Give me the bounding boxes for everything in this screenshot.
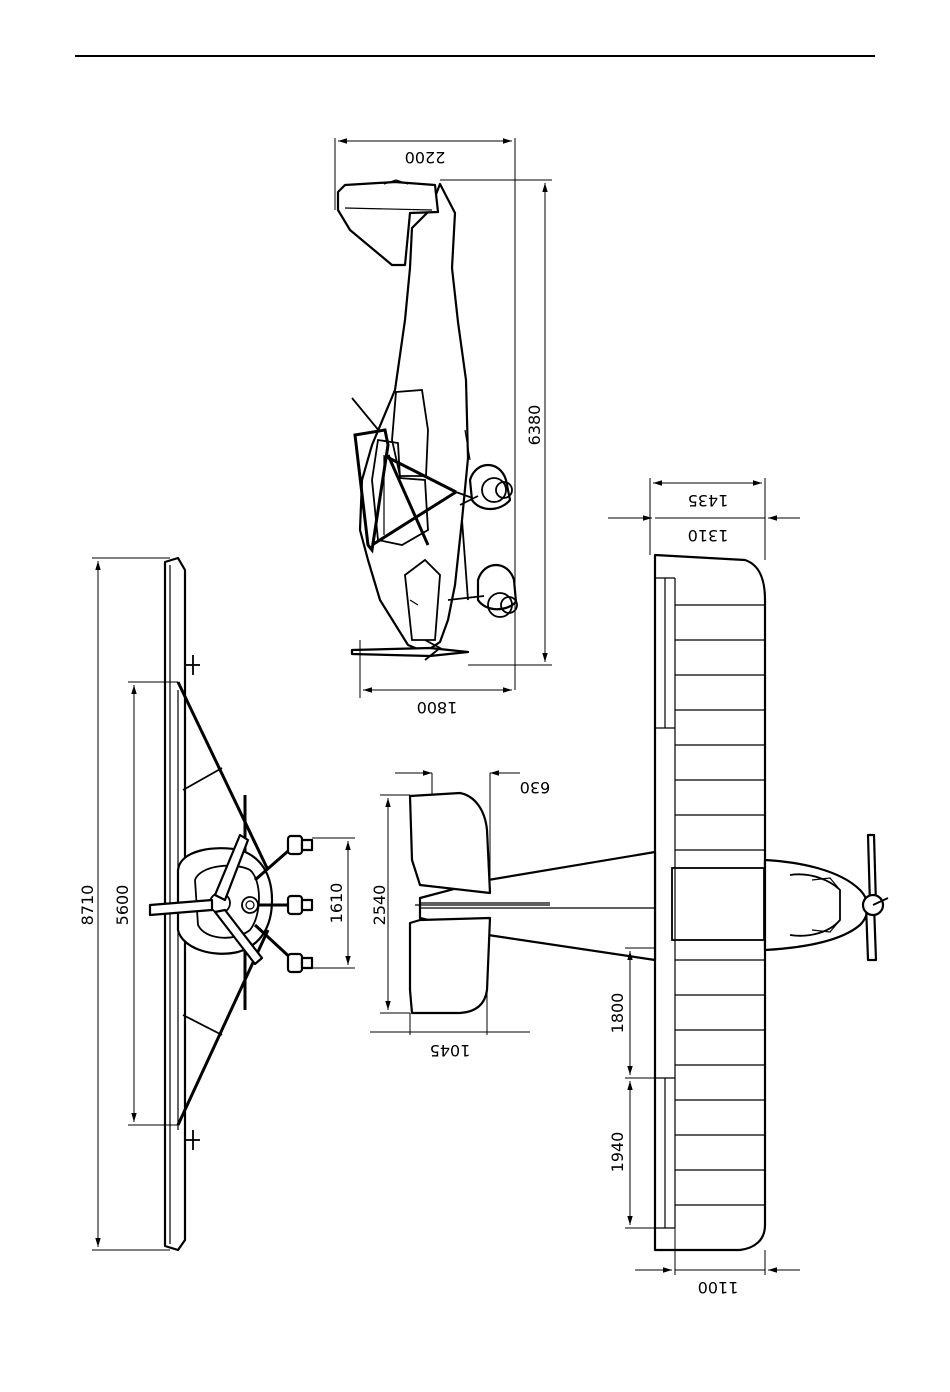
dim-1800-top: 1800: [608, 993, 627, 1034]
dim-1435: 1435: [688, 491, 729, 510]
dim-2200: 2200: [405, 148, 446, 167]
dim-6380: 6380: [525, 405, 544, 446]
dim-2540: 2540: [370, 885, 389, 926]
dim-5600: 5600: [113, 885, 132, 926]
dim-1610: 1610: [327, 883, 346, 924]
front-view: [150, 558, 312, 1250]
dim-1800-side: 1800: [417, 698, 458, 717]
side-view: [338, 180, 517, 660]
top-view: [410, 555, 888, 1250]
dim-1045: 1045: [430, 1041, 471, 1060]
dim-8710: 8710: [78, 885, 97, 926]
dim-630: 630: [520, 778, 551, 797]
dim-1940: 1940: [608, 1132, 627, 1173]
dim-1100: 1100: [698, 1278, 739, 1297]
dim-1310: 1310: [688, 526, 729, 545]
